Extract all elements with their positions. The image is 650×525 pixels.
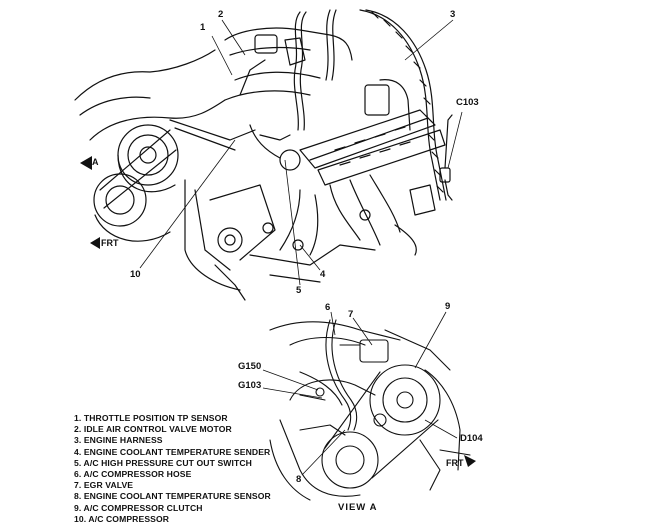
legend-item-9: 9. A/C COMPRESSOR CLUTCH (74, 502, 203, 513)
callout-3: 3 (450, 9, 456, 20)
view-a-arrow (80, 156, 92, 170)
view-a-drawing (269, 319, 471, 501)
legend-item-6: 6. A/C COMPRESSOR HOSE (74, 469, 192, 480)
connector-d104-label: D104 (460, 433, 483, 444)
legend-item-8: 8. ENGINE COOLANT TEMPERATURE SENSOR (74, 491, 271, 502)
frt-arrow-main (90, 237, 100, 249)
legend-item-3: 3. ENGINE HARNESS (74, 435, 163, 446)
main-leader-lines (139, 19, 463, 286)
callout-9: 9 (445, 301, 451, 312)
callout-7: 7 (348, 309, 354, 320)
callout-8: 8 (296, 474, 302, 485)
engine-bay-drawing (74, 9, 453, 301)
callout-6: 6 (325, 302, 331, 313)
connector-c103-label: C103 (456, 97, 479, 108)
view-a-caption: VIEW A (338, 502, 378, 513)
ground-g150-label: G150 (238, 361, 262, 372)
legend-item-2: 2. IDLE AIR CONTROL VALVE MOTOR (74, 424, 232, 435)
legend-item-5: 5. A/C HIGH PRESSURE CUT OUT SWITCH (74, 457, 252, 468)
frt-arrow-view-a (464, 455, 476, 467)
callout-2: 2 (218, 9, 224, 20)
legend-item-7: 7. EGR VALVE (74, 480, 134, 491)
callout-10: 10 (130, 269, 141, 280)
legend-item-1: 1. THROTTLE POSITION TP SENSOR (74, 413, 228, 423)
legend-item-10: 10. A/C COMPRESSOR (74, 513, 170, 524)
legend-item-4: 4. ENGINE COOLANT TEMPERATURE SENDER (74, 446, 271, 457)
frt-label-main: FRT (101, 238, 119, 248)
view-a-marker-label: A (92, 157, 99, 167)
ground-g103-label: G103 (238, 380, 262, 391)
callout-4: 4 (320, 269, 326, 280)
component-legend: 1. THROTTLE POSITION TP SENSOR 2. IDLE A… (74, 413, 271, 525)
callout-5: 5 (296, 285, 302, 296)
frt-label-view-a: FRT (446, 458, 464, 468)
callout-1: 1 (200, 22, 206, 33)
view-a-leader-lines (262, 311, 458, 476)
